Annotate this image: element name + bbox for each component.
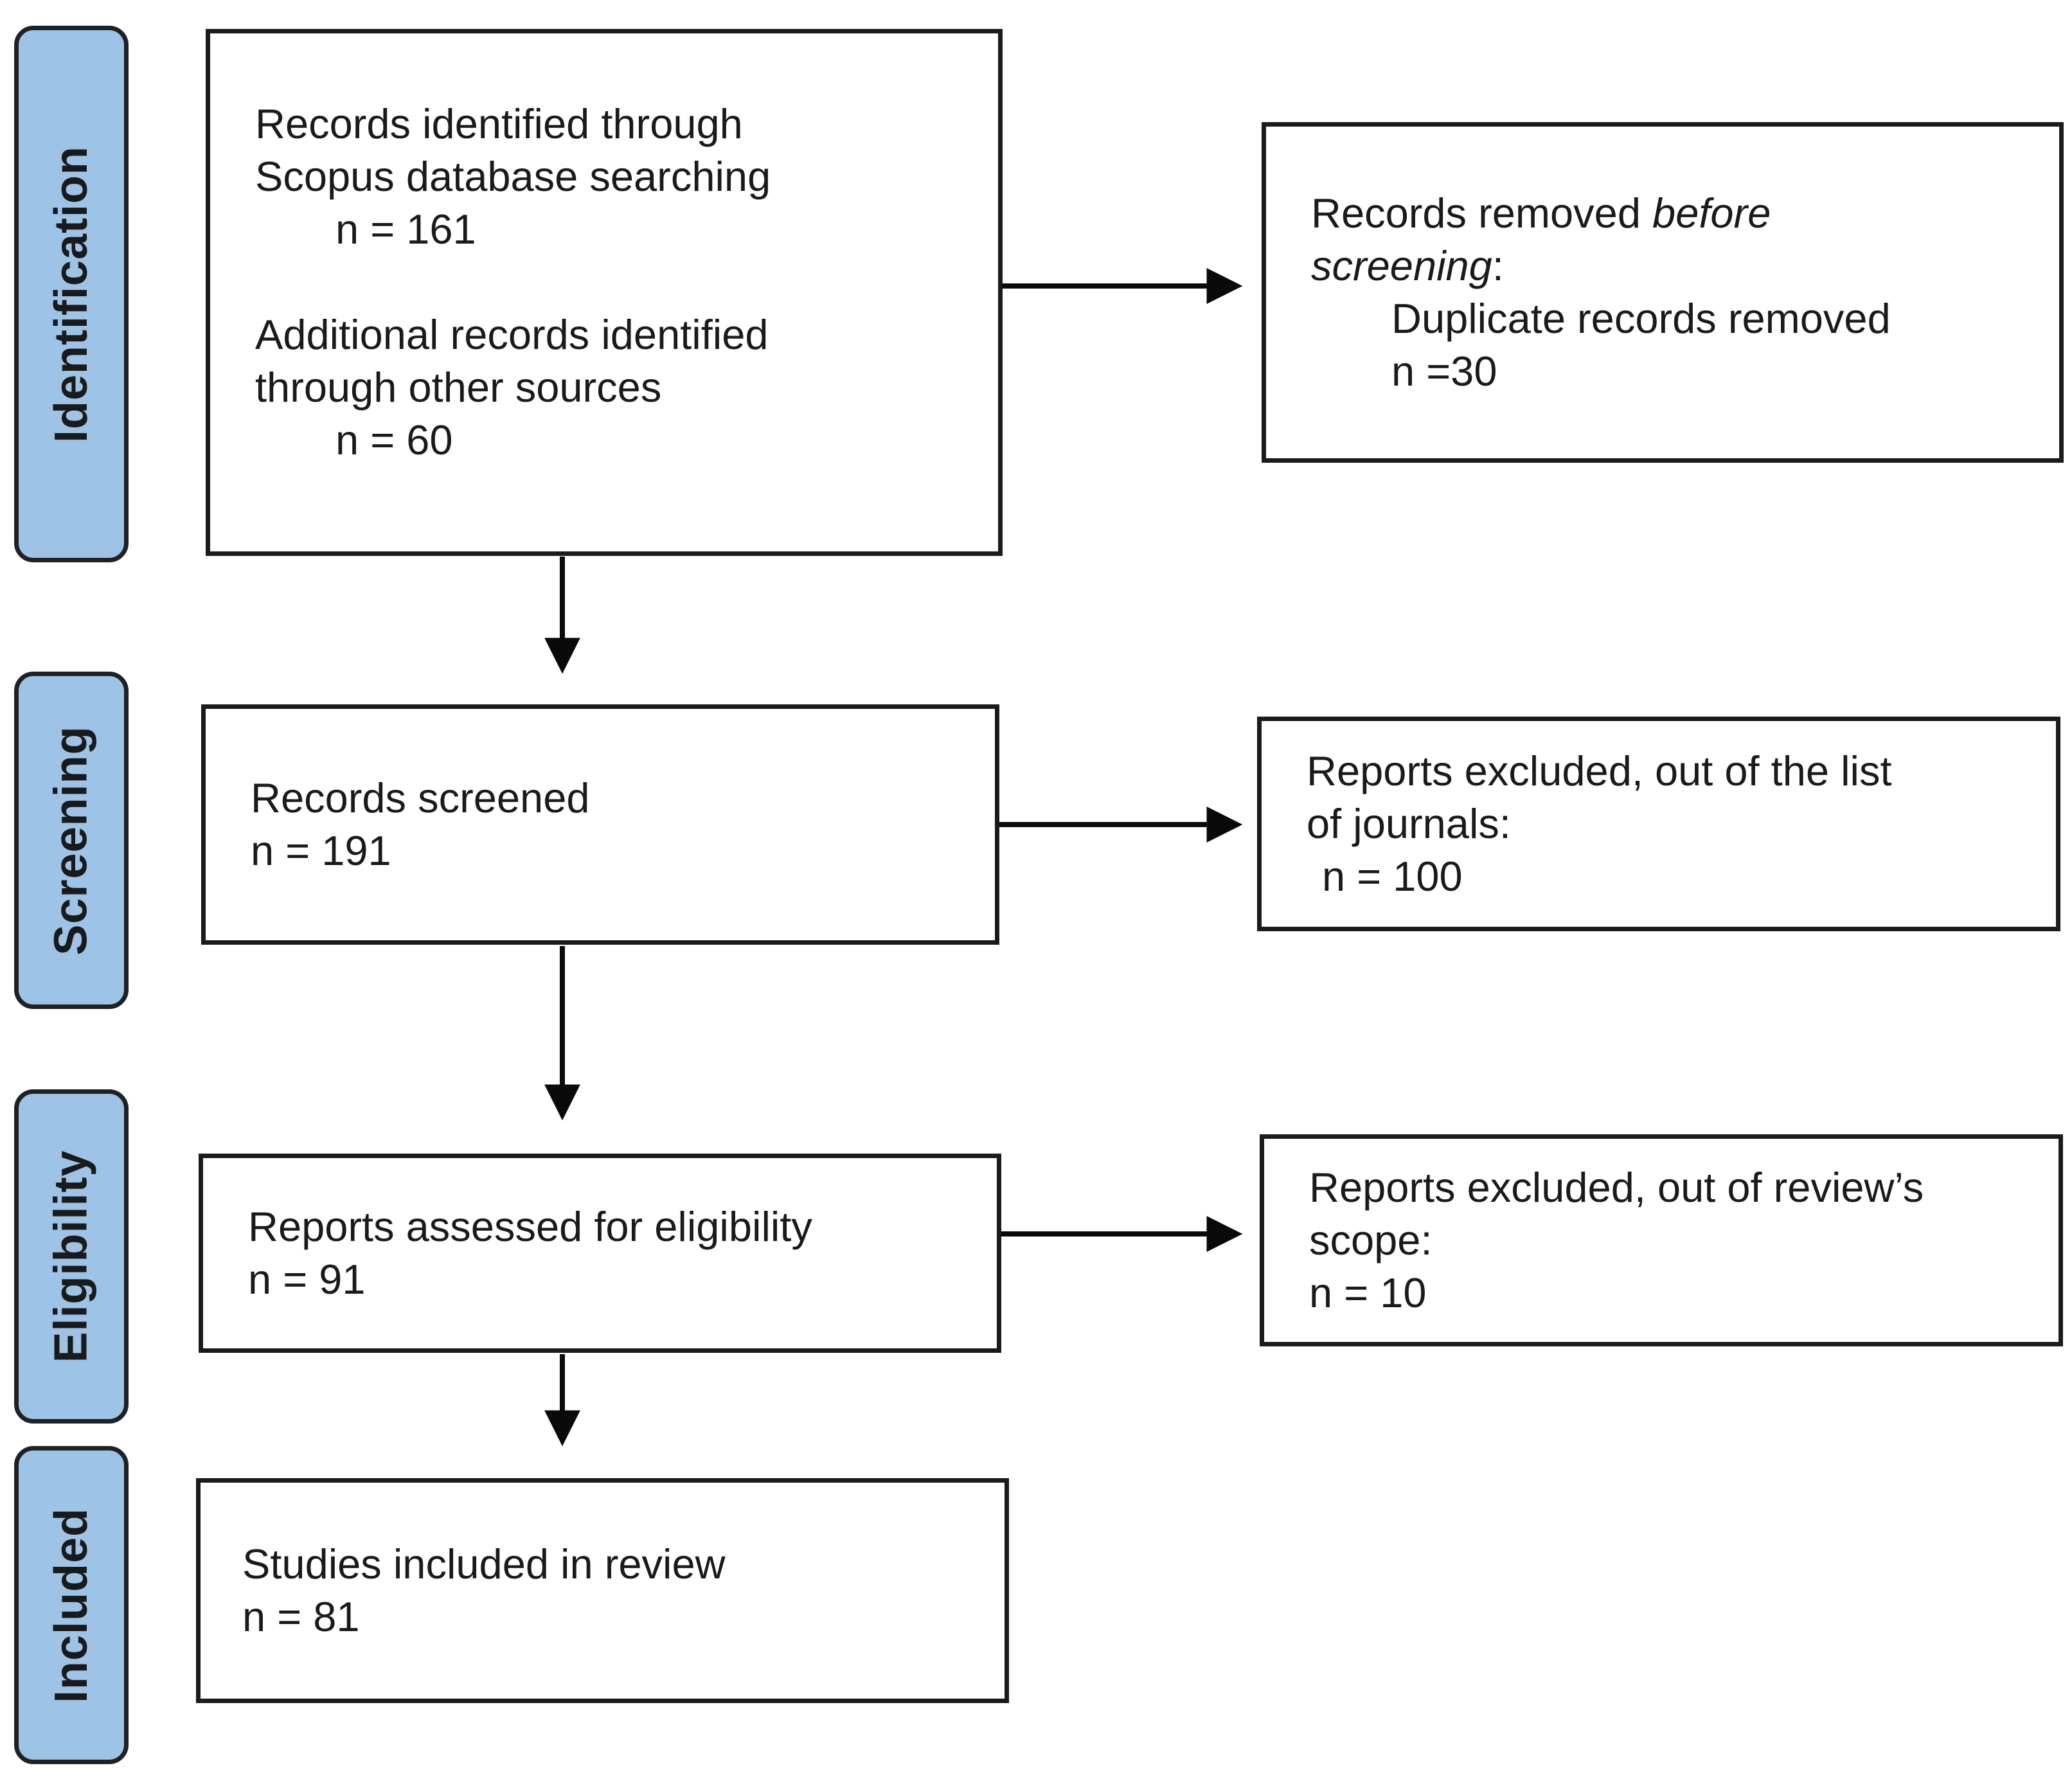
- box-records-identified: Records identified through Scopus databa…: [206, 29, 1003, 556]
- text-line-count: n = 60: [335, 416, 453, 463]
- text-line: Reports assessed for eligibility: [248, 1203, 812, 1250]
- italic-text: before: [1652, 190, 1771, 237]
- text-line: Additional records identified: [255, 311, 769, 358]
- text-line-count: n =30: [1391, 348, 1497, 395]
- text-line: through other sources: [255, 364, 662, 411]
- text-line-count: n = 161: [335, 206, 476, 253]
- normal-text: Records removed: [1311, 190, 1653, 237]
- box-records-screened: Records screened n = 191: [201, 704, 999, 945]
- stage-label-identification: Identification: [14, 26, 129, 562]
- stage-label-screening: Screening: [14, 672, 129, 1009]
- text-line-count: n = 10: [1309, 1269, 1427, 1316]
- text-line-count: n = 81: [242, 1593, 360, 1640]
- stage-label-included: Included: [14, 1446, 129, 1764]
- text-line: Records screened: [251, 774, 590, 821]
- normal-text: :: [1492, 242, 1504, 289]
- italic-text: screening: [1311, 242, 1492, 289]
- box-reports-excluded-scope: Reports excluded, out of review’s scope:…: [1260, 1134, 2063, 1346]
- box-reports-excluded-journals: Reports excluded, out of the list of jou…: [1257, 717, 2060, 931]
- text-line: of journals:: [1307, 800, 1511, 847]
- text-line: Reports excluded, out of the list: [1307, 747, 1892, 794]
- text-line: screening:: [1311, 240, 2040, 292]
- box-studies-included: Studies included in review n = 81: [196, 1478, 1009, 1703]
- text-line: scope:: [1309, 1217, 1433, 1263]
- text-line: Duplicate records removed: [1391, 295, 1891, 342]
- text-line-count: n = 100: [1322, 853, 1463, 900]
- text-line-count: n = 191: [251, 827, 391, 874]
- text-line: Scopus database searching: [255, 153, 771, 200]
- box-records-removed-before-screening: Records removed before screening: Duplic…: [1262, 122, 2064, 463]
- text-line: Reports excluded, out of review’s: [1309, 1164, 1924, 1211]
- text-line: Records identified through: [255, 100, 743, 147]
- text-line: Records removed before: [1311, 187, 2040, 240]
- stage-label-eligibility: Eligibility: [14, 1089, 129, 1424]
- box-reports-assessed: Reports assessed for eligibility n = 91: [199, 1154, 1001, 1353]
- text-line: Studies included in review: [242, 1540, 726, 1587]
- text-line-count: n = 91: [248, 1256, 366, 1303]
